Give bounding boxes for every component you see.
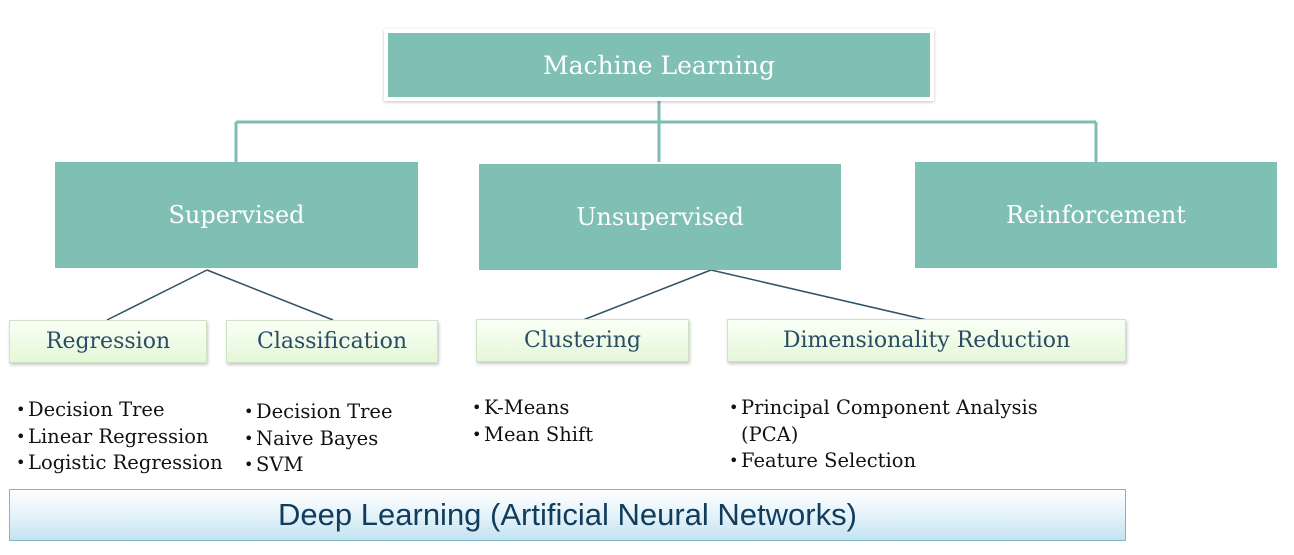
- reinforcement-node: Reinforcement: [915, 162, 1277, 268]
- clustering-label: Clustering: [524, 328, 641, 353]
- list-item: Decision Tree: [16, 397, 223, 424]
- clustering-method-list: K-Means Mean Shift: [472, 395, 593, 448]
- regression-method-list: Decision Tree Linear Regression Logistic…: [16, 397, 223, 477]
- classification-node: Classification: [226, 320, 438, 363]
- supervised-to-regression-line: [106, 269, 208, 321]
- classification-label: Classification: [256, 329, 407, 354]
- list-item: Linear Regression: [16, 424, 223, 451]
- supervised-label: Supervised: [168, 201, 305, 229]
- unsupervised-node: Unsupervised: [479, 164, 841, 270]
- list-item: Principal Component Analysis (PCA): [729, 395, 1089, 448]
- deep-learning-banner: Deep Learning (Artificial Neural Network…: [9, 489, 1126, 541]
- dimensionality-reduction-node: Dimensionality Reduction: [727, 319, 1126, 362]
- supervised-node: Supervised: [55, 162, 418, 268]
- clustering-node: Clustering: [476, 319, 689, 362]
- list-item: Logistic Regression: [16, 450, 223, 477]
- reinforcement-label: Reinforcement: [1006, 201, 1186, 229]
- unsupervised-to-dimensionality-line: [710, 269, 928, 321]
- deep-learning-label: Deep Learning (Artificial Neural Network…: [278, 497, 857, 532]
- regression-node: Regression: [9, 320, 207, 363]
- list-item: Mean Shift: [472, 422, 593, 449]
- list-item: SVM: [244, 452, 392, 479]
- dimensionality-method-list: Principal Component Analysis (PCA) Featu…: [729, 395, 1089, 475]
- machine-learning-node: Machine Learning: [384, 29, 934, 101]
- unsupervised-to-clustering-line: [582, 269, 712, 321]
- dimensionality-reduction-label: Dimensionality Reduction: [782, 328, 1071, 353]
- regression-label: Regression: [45, 329, 171, 354]
- list-item: Decision Tree: [244, 399, 392, 426]
- supervised-to-classification-line: [206, 269, 334, 321]
- machine-learning-label: Machine Learning: [543, 50, 775, 80]
- list-item: Feature Selection: [729, 448, 1089, 475]
- list-item: Naive Bayes: [244, 426, 392, 453]
- unsupervised-label: Unsupervised: [576, 203, 744, 231]
- classification-method-list: Decision Tree Naive Bayes SVM: [244, 399, 392, 479]
- list-item: K-Means: [472, 395, 593, 422]
